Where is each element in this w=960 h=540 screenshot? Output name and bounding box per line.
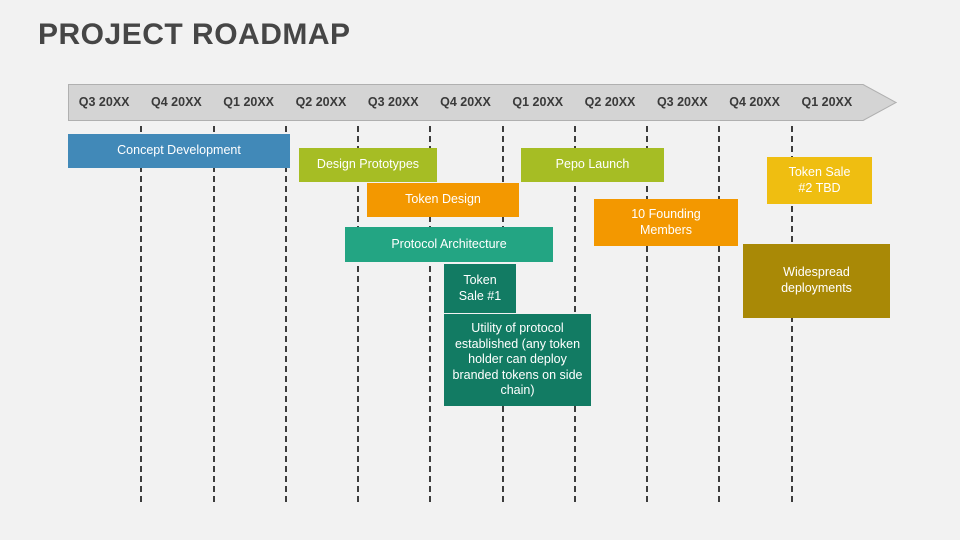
quarter-label-2: Q4 20XX: [151, 95, 202, 109]
quarter-label-6: Q4 20XX: [440, 95, 491, 109]
quarter-label-7: Q1 20XX: [512, 95, 564, 109]
quarter-label-4: Q2 20XX: [295, 95, 347, 109]
gridline-2: [212, 126, 215, 502]
quarter-label-1: Q3 20XX: [78, 95, 130, 109]
gridline-8: [646, 126, 649, 502]
quarter-label-11: Q1 20XX: [801, 95, 853, 109]
task-bar[interactable]: Utility of protocol established (any tok…: [444, 314, 591, 406]
page-title: PROJECT ROADMAP: [38, 18, 351, 51]
task-bar[interactable]: Token Design: [367, 183, 519, 217]
quarter-label-9: Q3 20XX: [656, 95, 708, 109]
task-bar[interactable]: Protocol Architecture: [345, 227, 553, 262]
quarter-label-8: Q2 20XX: [584, 95, 636, 109]
task-bar-label: Token Design: [405, 192, 481, 207]
gridline-1: [140, 126, 143, 502]
task-bar-label: Utility of protocol established (any tok…: [452, 320, 583, 398]
quarter-label-3: Q1 20XX: [223, 95, 275, 109]
task-bar[interactable]: Token Sale#2 TBD: [767, 157, 872, 204]
quarter-label-5: Q3 20XX: [367, 95, 419, 109]
task-bar[interactable]: Concept Development: [68, 134, 290, 168]
task-bar-label: Pepo Launch: [555, 157, 630, 172]
gridline-4: [357, 126, 360, 502]
task-bar[interactable]: Design Prototypes: [299, 148, 437, 182]
gridline-3: [284, 126, 287, 502]
gridline-5: [429, 126, 432, 502]
task-bar-label: Token Sale#2 TBD: [788, 164, 851, 195]
task-bar-label: Concept Development: [117, 143, 241, 158]
task-bar-label: Protocol Architecture: [391, 236, 507, 251]
quarter-label-10: Q4 20XX: [729, 95, 780, 109]
task-bar[interactable]: Pepo Launch: [521, 148, 664, 182]
task-bar-label: Design Prototypes: [316, 157, 420, 172]
gridline-9: [718, 126, 721, 502]
timeline-header: Q3 20XX Q4 20XX Q1 20XX Q2 20XX Q3 20XX Q4 20…: [68, 84, 897, 121]
